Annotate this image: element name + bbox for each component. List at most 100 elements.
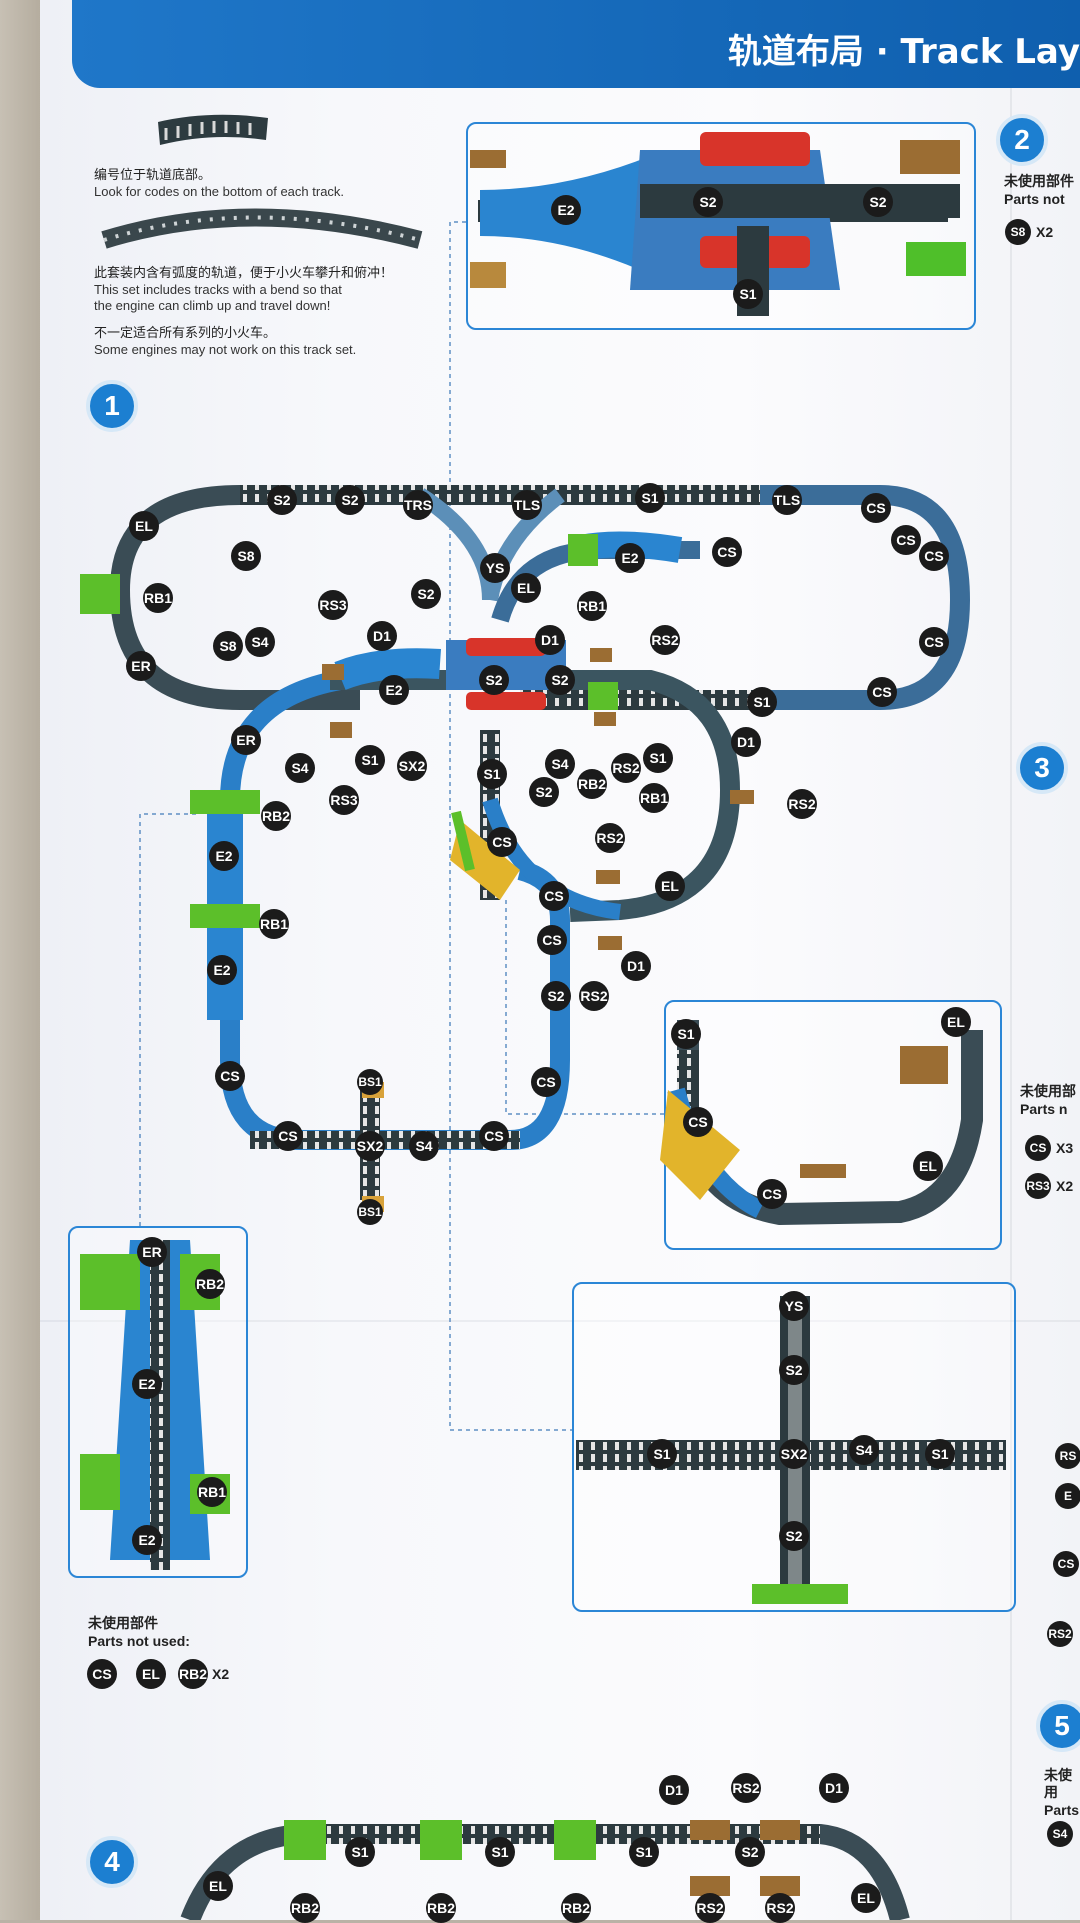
- track-code-label: CS: [919, 627, 949, 657]
- track-code-label: S2: [779, 1355, 809, 1385]
- parts-not-used-title: 未使用 Parts: [1044, 1768, 1080, 1819]
- track-code-label: S2: [863, 187, 893, 217]
- quantity-multiplier: X2: [1036, 224, 1054, 240]
- parts-title-en: Parts n: [1020, 1101, 1068, 1117]
- parts-title-zh: 未使用部件: [1004, 174, 1074, 190]
- track-code-label: CS: [757, 1179, 787, 1209]
- track-code-label: S8: [231, 541, 261, 571]
- track-code-label: RS2: [765, 1893, 795, 1923]
- track-code-label: RB1: [197, 1477, 227, 1507]
- track-code-label: RS2: [579, 981, 609, 1011]
- track-code-label: EL: [511, 573, 541, 603]
- track-code-label: CS: [1053, 1551, 1079, 1577]
- green-supports: [80, 534, 618, 928]
- track-code-label: RS2: [695, 1893, 725, 1923]
- step-2-badge: 2: [996, 114, 1048, 166]
- track-code-label: S2: [541, 981, 571, 1011]
- track-code-label: S1: [485, 1837, 515, 1867]
- track-code-label: SX2: [779, 1439, 809, 1469]
- track-code-label: S1: [671, 1019, 701, 1049]
- track-code-label: RS2: [611, 753, 641, 783]
- track-code-label: S2: [693, 187, 723, 217]
- code-note-zh: 编号位于轨道底部。: [94, 168, 212, 183]
- track-code-label: RS2: [650, 625, 680, 655]
- track-code-label: S2: [529, 777, 559, 807]
- track-code-label: S4: [545, 749, 575, 779]
- track-code-label: CS: [712, 537, 742, 567]
- right-curve-inset-art: [660, 1020, 983, 1226]
- unused-part-label: EL: [136, 1659, 166, 1689]
- track-code-label: RS: [1055, 1443, 1080, 1469]
- track-code-label: S4: [849, 1435, 879, 1465]
- quantity-multiplier: X2: [1056, 1178, 1074, 1194]
- track-code-label: RB2: [426, 1893, 456, 1923]
- track-code-label: S2: [735, 1837, 765, 1867]
- track-code-label: S2: [479, 665, 509, 695]
- track-code-label: EL: [129, 511, 159, 541]
- step-5-badge: 5: [1036, 1700, 1080, 1752]
- track-code-label: D1: [819, 1773, 849, 1803]
- unused-part-label: S4: [1047, 1821, 1073, 1847]
- guide-lines: [139, 221, 664, 1431]
- track-code-label: TLS: [512, 490, 542, 520]
- track-code-label: S4: [245, 627, 275, 657]
- header-banner: 轨道布局 · Track Lay: [72, 0, 1080, 88]
- parts-not-used-title: 未使用部件 Parts not: [1004, 174, 1074, 208]
- track-code-label: CS: [919, 541, 949, 571]
- unused-part-label: RB2: [178, 1659, 208, 1689]
- track-code-label: BS1: [357, 1199, 383, 1225]
- parts-title-en: Parts not used:: [88, 1633, 190, 1649]
- track-code-label: EL: [655, 871, 685, 901]
- intro-code-note: 编号位于轨道底部。 Look for codes on the bottom o…: [94, 168, 344, 200]
- track-code-label: D1: [535, 625, 565, 655]
- track-code-label: RS2: [595, 823, 625, 853]
- track-code-label: S2: [545, 665, 575, 695]
- track-code-label: E2: [551, 195, 581, 225]
- track-code-label: S1: [747, 687, 777, 717]
- track-code-label: EL: [913, 1151, 943, 1181]
- bend-track-icon: [101, 208, 423, 249]
- parts-title-zh: 未使用部: [1020, 1084, 1076, 1100]
- track-code-label: RB1: [639, 783, 669, 813]
- track-code-label: RS2: [731, 1773, 761, 1803]
- parts-title-en: Parts: [1044, 1802, 1080, 1818]
- code-note-en: Look for codes on the bottom of each tra…: [94, 184, 345, 199]
- track-code-label: YS: [779, 1291, 809, 1321]
- track-code-label: RS3: [318, 590, 348, 620]
- track-code-label: S2: [411, 579, 441, 609]
- track-code-label: EL: [203, 1871, 233, 1901]
- track-code-label: ER: [126, 651, 156, 681]
- track-code-label: CS: [487, 827, 517, 857]
- track-code-label: RB2: [290, 1893, 320, 1923]
- bend-note-en2: the engine can climb up and travel down!: [94, 298, 331, 313]
- unused-part-label: S8: [1005, 219, 1031, 245]
- track-code-label: S1: [355, 745, 385, 775]
- track-code-label: S1: [477, 759, 507, 789]
- track-code-label: RS3: [329, 785, 359, 815]
- track-code-label: S4: [409, 1131, 439, 1161]
- track-code-label: RB1: [143, 583, 173, 613]
- track-code-label: E2: [209, 841, 239, 871]
- unused-part-label: CS: [87, 1659, 117, 1689]
- header-title: 轨道布局 · Track Lay: [727, 32, 1080, 72]
- track-code-label: SX2: [355, 1131, 385, 1161]
- step-1-badge: 1: [86, 380, 138, 432]
- bend-note-zh: 此套装内含有弧度的轨道，便于小火车攀升和俯冲！: [94, 266, 394, 281]
- track-code-label: E: [1055, 1483, 1080, 1509]
- track-code-label: S2: [779, 1521, 809, 1551]
- track-code-label: TRS: [403, 490, 433, 520]
- track-code-label: TLS: [772, 485, 802, 515]
- track-code-label: S1: [925, 1439, 955, 1469]
- track-code-label: S1: [629, 1837, 659, 1867]
- track-code-label: ER: [231, 725, 261, 755]
- track-code-label: EL: [941, 1007, 971, 1037]
- track-code-label: E2: [379, 675, 409, 705]
- track-code-label: RB1: [259, 909, 289, 939]
- track-code-label: RB2: [561, 1893, 591, 1923]
- bend-note-en1: This set includes tracks with a bend so …: [94, 282, 342, 297]
- parts-title-zh: 未使用: [1044, 1768, 1072, 1801]
- track-code-label: ER: [137, 1237, 167, 1267]
- fold-line: [1010, 0, 1012, 1920]
- track-code-label: S1: [647, 1439, 677, 1469]
